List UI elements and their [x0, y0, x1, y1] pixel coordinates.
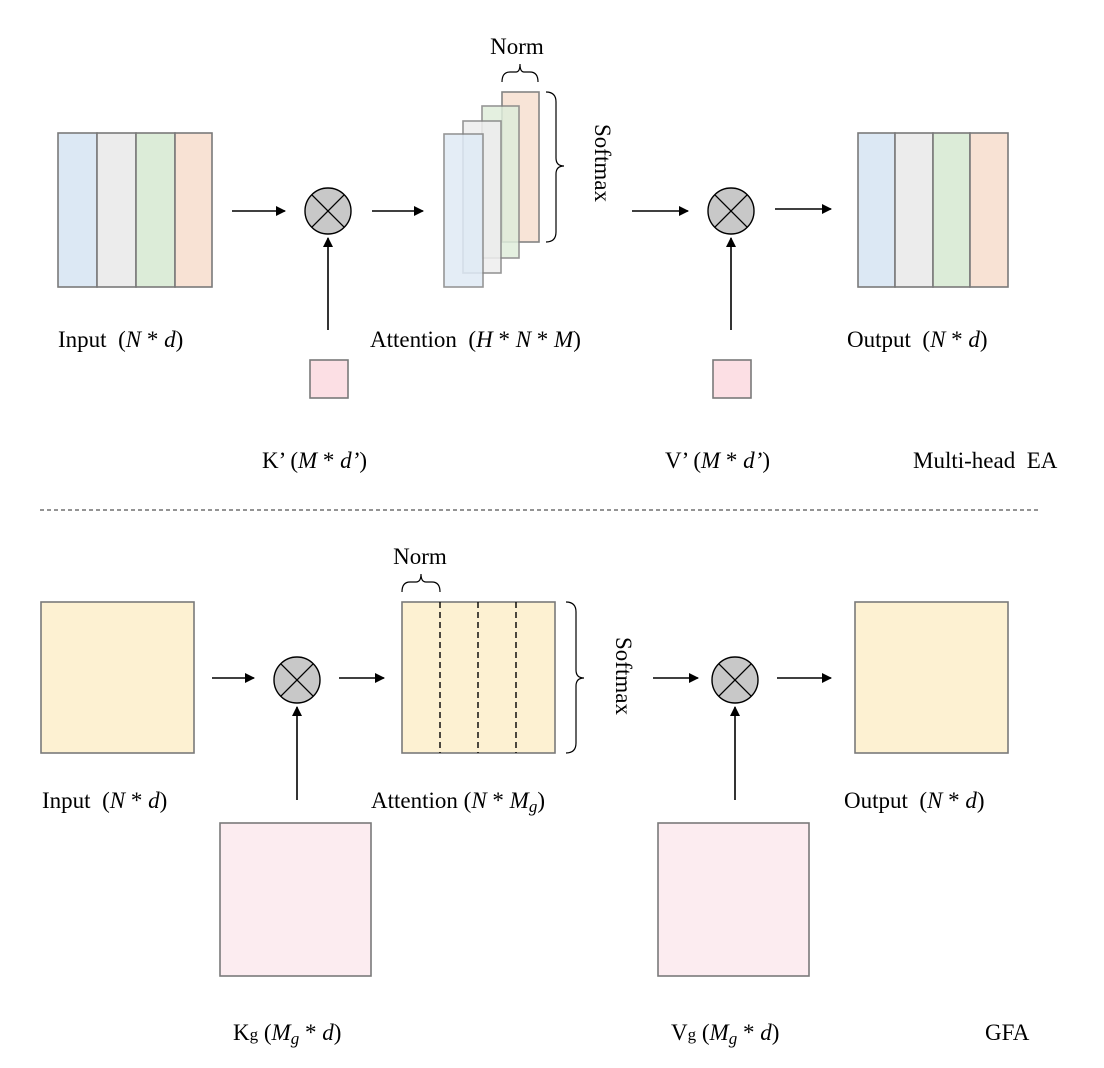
top-output-col-blue	[857, 132, 896, 288]
top-input-matrix	[57, 132, 213, 288]
top-panel: Norm Softmax Input (N * d) Attention (H …	[57, 34, 1058, 473]
bottom-softmax-label: Softmax	[611, 637, 636, 715]
top-input-caption: Input (N * d)	[58, 327, 183, 352]
attn-layer-blue	[443, 133, 484, 288]
bottom-panel: Norm Softmax Input (N * d) Attention (N …	[40, 544, 1030, 1048]
top-norm-label: Norm	[490, 34, 544, 59]
bottom-k-matrix	[219, 822, 372, 977]
top-output-col-peach	[969, 132, 1009, 288]
bottom-v-caption: Vg (Mg * d)	[671, 1020, 779, 1048]
bottom-output-caption: Output (N * d)	[844, 788, 985, 813]
top-input-col-peach	[174, 132, 213, 288]
top-input-col-blue	[57, 132, 98, 288]
bottom-v-matrix	[657, 822, 810, 977]
top-k-matrix	[309, 359, 349, 399]
top-attention-caption: Attention (H * N * M)	[370, 327, 581, 352]
top-softmax-brace	[545, 91, 565, 243]
top-k-caption: K’ (M * d’)	[262, 448, 367, 473]
top-output-col-gray	[894, 132, 934, 288]
bottom-norm-label: Norm	[393, 544, 447, 569]
top-panel-title: Multi-head EA	[913, 448, 1058, 473]
top-input-col-gray	[96, 132, 137, 288]
bottom-panel-title: GFA	[985, 1020, 1030, 1045]
top-input-col-green	[135, 132, 176, 288]
top-output-col-green	[932, 132, 971, 288]
bottom-input-caption: Input (N * d)	[42, 788, 167, 813]
top-multiply-2	[707, 187, 755, 235]
top-multiply-1	[304, 187, 352, 235]
bottom-softmax-brace	[565, 601, 585, 754]
top-attention-stack	[443, 91, 540, 288]
bottom-output-matrix	[854, 601, 1009, 754]
bottom-norm-brace	[401, 573, 441, 593]
bottom-multiply-1	[273, 656, 321, 704]
bottom-attention-caption: Attention (N * Mg)	[371, 788, 545, 816]
bottom-input-matrix	[40, 601, 195, 754]
top-output-caption: Output (N * d)	[847, 327, 988, 352]
top-v-caption: V’ (M * d’)	[665, 448, 770, 473]
top-softmax-label: Softmax	[590, 124, 615, 202]
top-v-matrix	[712, 359, 752, 399]
top-output-matrix	[857, 132, 1009, 288]
bottom-k-caption: Kg (Mg * d)	[233, 1020, 341, 1048]
top-norm-brace	[501, 63, 539, 83]
bottom-attention-matrix	[401, 601, 556, 754]
bottom-multiply-2	[711, 656, 759, 704]
